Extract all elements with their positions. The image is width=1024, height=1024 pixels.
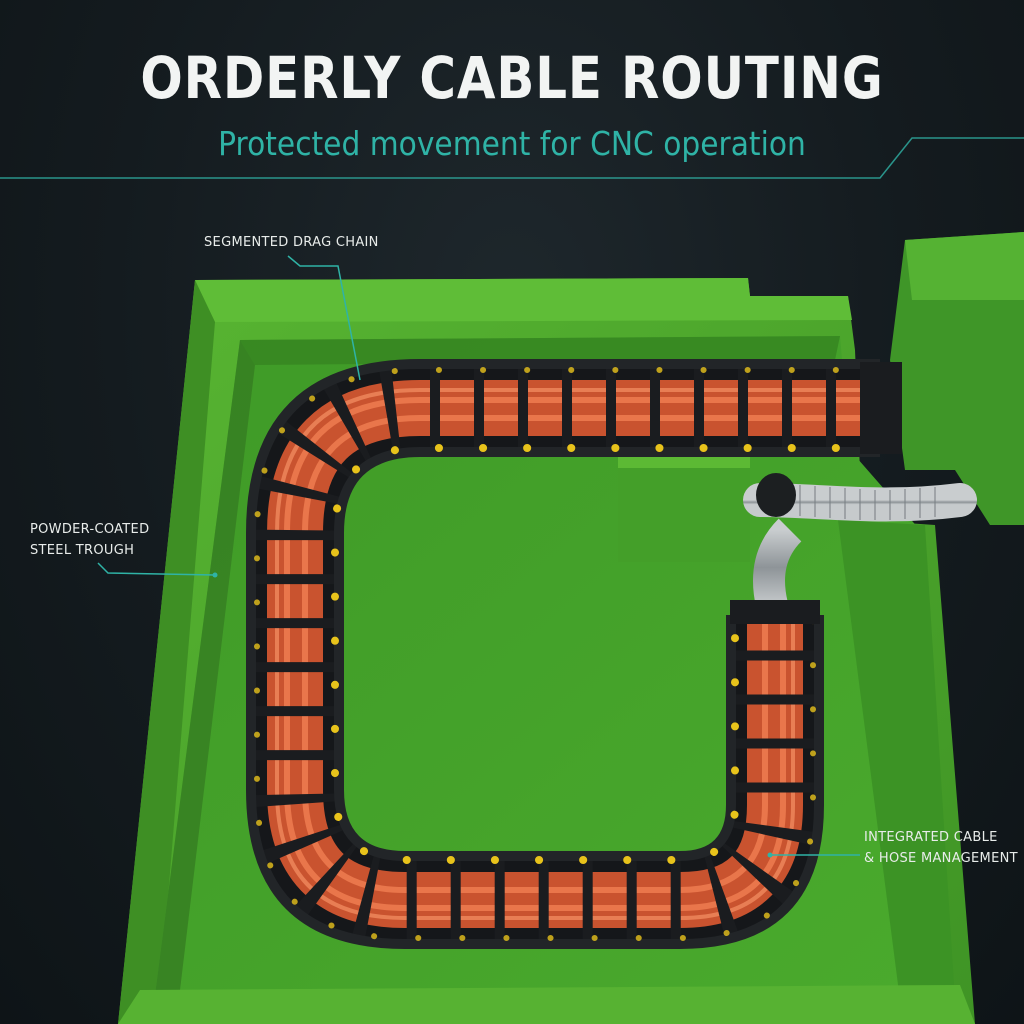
callout-cable-management-line2: & HOSE MANAGEMENT bbox=[864, 851, 1018, 866]
callout-drag-chain: SEGMENTED DRAG CHAIN bbox=[204, 232, 379, 253]
callout-steel-trough-line2: STEEL TROUGH bbox=[30, 543, 135, 558]
callout-steel-trough-line1: POWDER-COATED bbox=[30, 522, 150, 537]
callout-steel-trough: POWDER-COATED STEEL TROUGH bbox=[30, 519, 149, 561]
page-title: ORDERLY CABLE ROUTING bbox=[140, 44, 884, 112]
callout-drag-chain-label: SEGMENTED DRAG CHAIN bbox=[204, 235, 379, 250]
page-subtitle: Protected movement for CNC operation bbox=[218, 124, 806, 163]
callout-cable-management: INTEGRATED CABLE & HOSE MANAGEMENT bbox=[864, 827, 1018, 869]
callout-cable-management-line1: INTEGRATED CABLE bbox=[864, 830, 998, 845]
